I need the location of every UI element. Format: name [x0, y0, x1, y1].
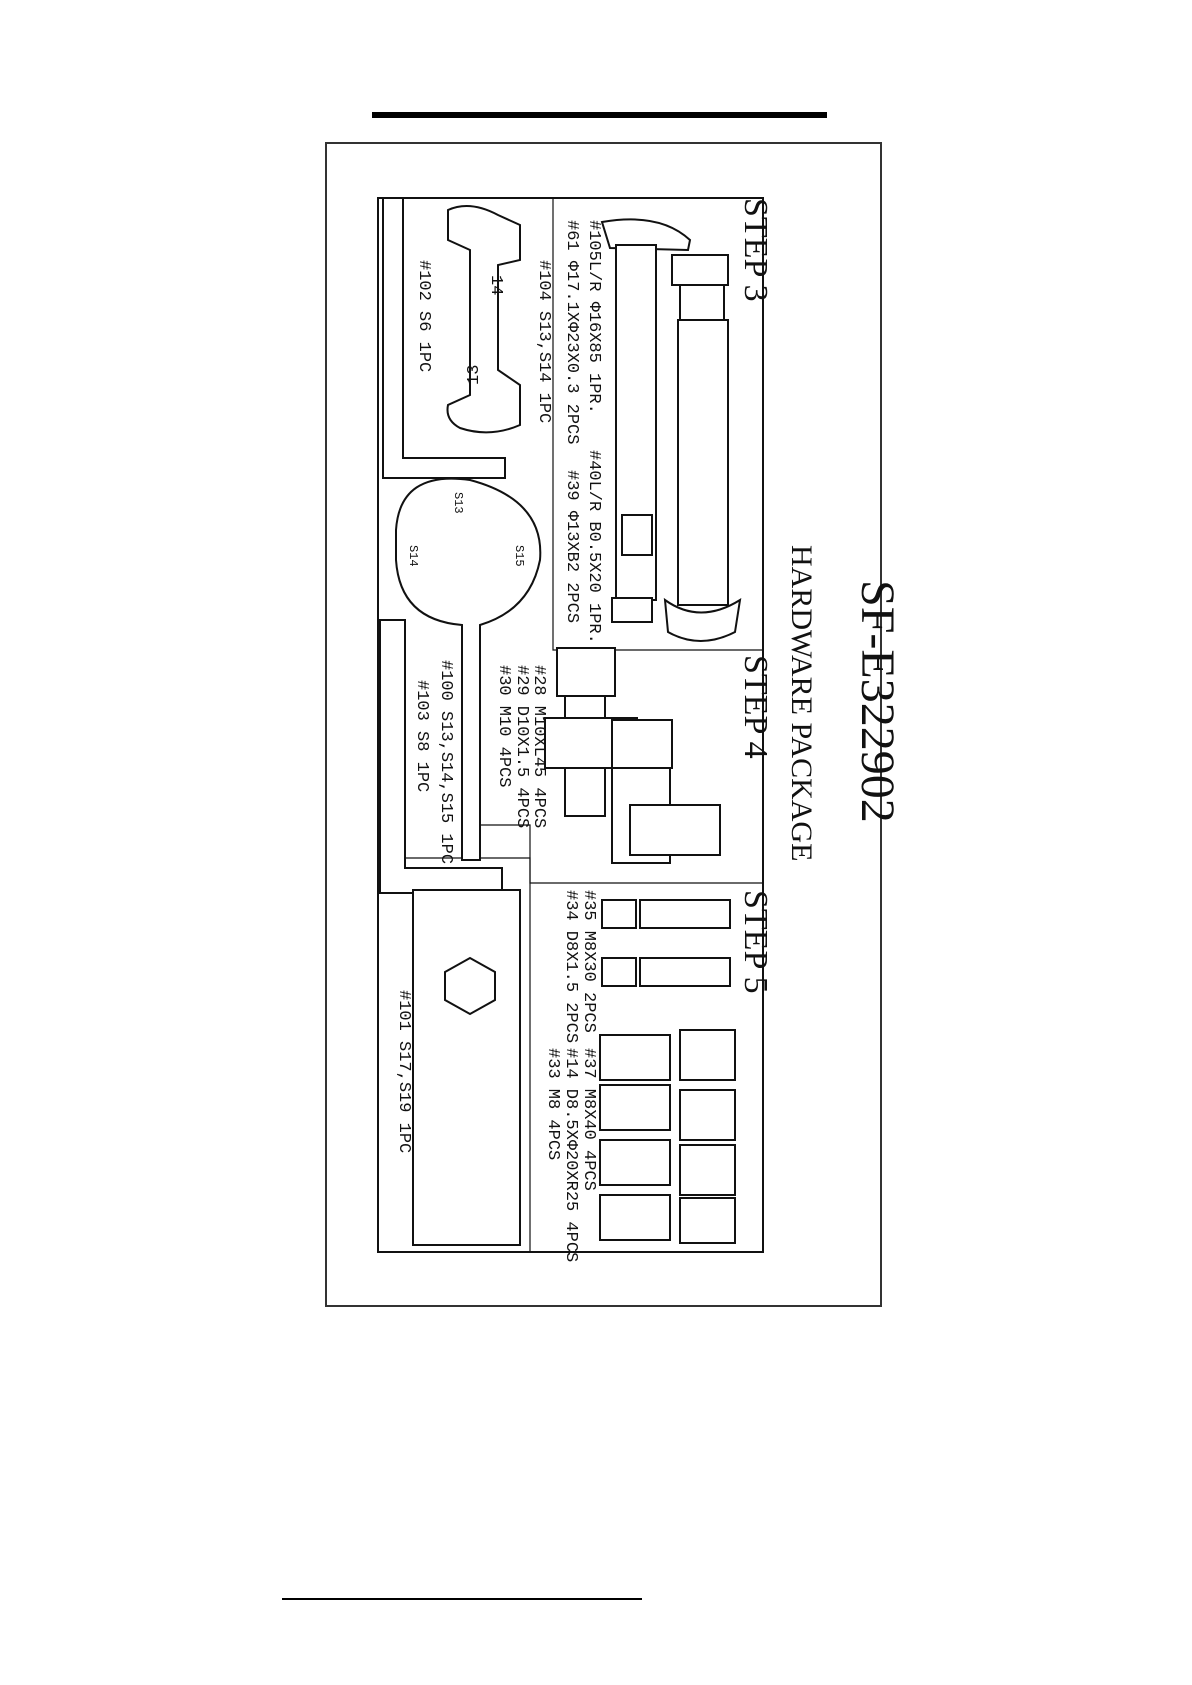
step3-line2b: #39 Φ13XB2 2PCS: [562, 470, 581, 623]
hex-key-103-icon: [379, 619, 503, 894]
wrench-100-s13: S13: [451, 492, 465, 514]
tool-104-label: #104 S13,S14 1PC: [534, 260, 553, 423]
step3-line2: #61 Φ17.1XΦ23X0.3 2PCS: [562, 220, 581, 444]
hardware-package-frame: [325, 142, 882, 1307]
document-title: SF-E322902: [851, 580, 904, 823]
wrench-100-icon: [395, 477, 542, 861]
step5-line1: #35 M8X30 2PCS: [579, 890, 598, 1033]
tool-103-label: #103 S8 1PC: [412, 680, 431, 792]
step4-line2: #29 D10X1.5 4PCS: [512, 665, 531, 828]
wrench-104-icon: [446, 205, 521, 434]
step5-line5: #33 M8 4PCS: [543, 1048, 562, 1160]
step5-divider: [378, 857, 531, 1252]
bolt-35-icon: [601, 899, 731, 987]
footer-rule: [282, 1598, 642, 1600]
step3-divider: [552, 198, 763, 651]
wrench-101-icon: [412, 889, 521, 1246]
wrench-100-s14: S14: [406, 545, 420, 567]
wrench-104-size-a: 14: [486, 275, 505, 295]
step3-line1: #105L/R Φ16X85 1PR.: [584, 220, 603, 414]
step5-line2: #34 D8X1.5 2PCS: [561, 890, 580, 1043]
pin-105-icon: [600, 218, 692, 623]
wrench-104-size-b: 13: [465, 365, 484, 385]
wrench-101-hex-icon: [444, 956, 496, 1016]
tool-101-label: #101 S17,S19 1PC: [394, 990, 413, 1153]
inner-panel-border: [377, 197, 764, 1253]
step5-line3: #37 M8X40 4PCS: [579, 1048, 598, 1191]
document-subtitle: HARDWARE PACKAGE: [785, 545, 818, 861]
step5-line4: #14 D8.5XΦ20XR25 4PCS: [561, 1048, 580, 1262]
step3-line1b: #40L/R B0.5X20 1PR.: [584, 450, 603, 644]
step4-line3: #30 M10 4PCS: [494, 665, 513, 787]
step4-line1: #28 M10XL45 4PCS: [529, 665, 548, 828]
step5-heading: STEP 5: [737, 890, 774, 994]
hex-key-102-icon: [382, 197, 506, 479]
bolt-37-icon: [599, 1029, 736, 1244]
wrench-100-s15: S15: [512, 545, 526, 567]
tool-102-label: #102 S6 1PC: [414, 260, 433, 372]
step4-heading: STEP 4: [737, 655, 774, 759]
header-rule: [372, 112, 827, 118]
bolt-28-icon: [544, 647, 721, 864]
step3-heading: STEP 3: [737, 198, 774, 302]
pin-40-icon: [663, 254, 742, 642]
tool-100-label: #100 S13,S14,S15 1PC: [436, 660, 455, 864]
